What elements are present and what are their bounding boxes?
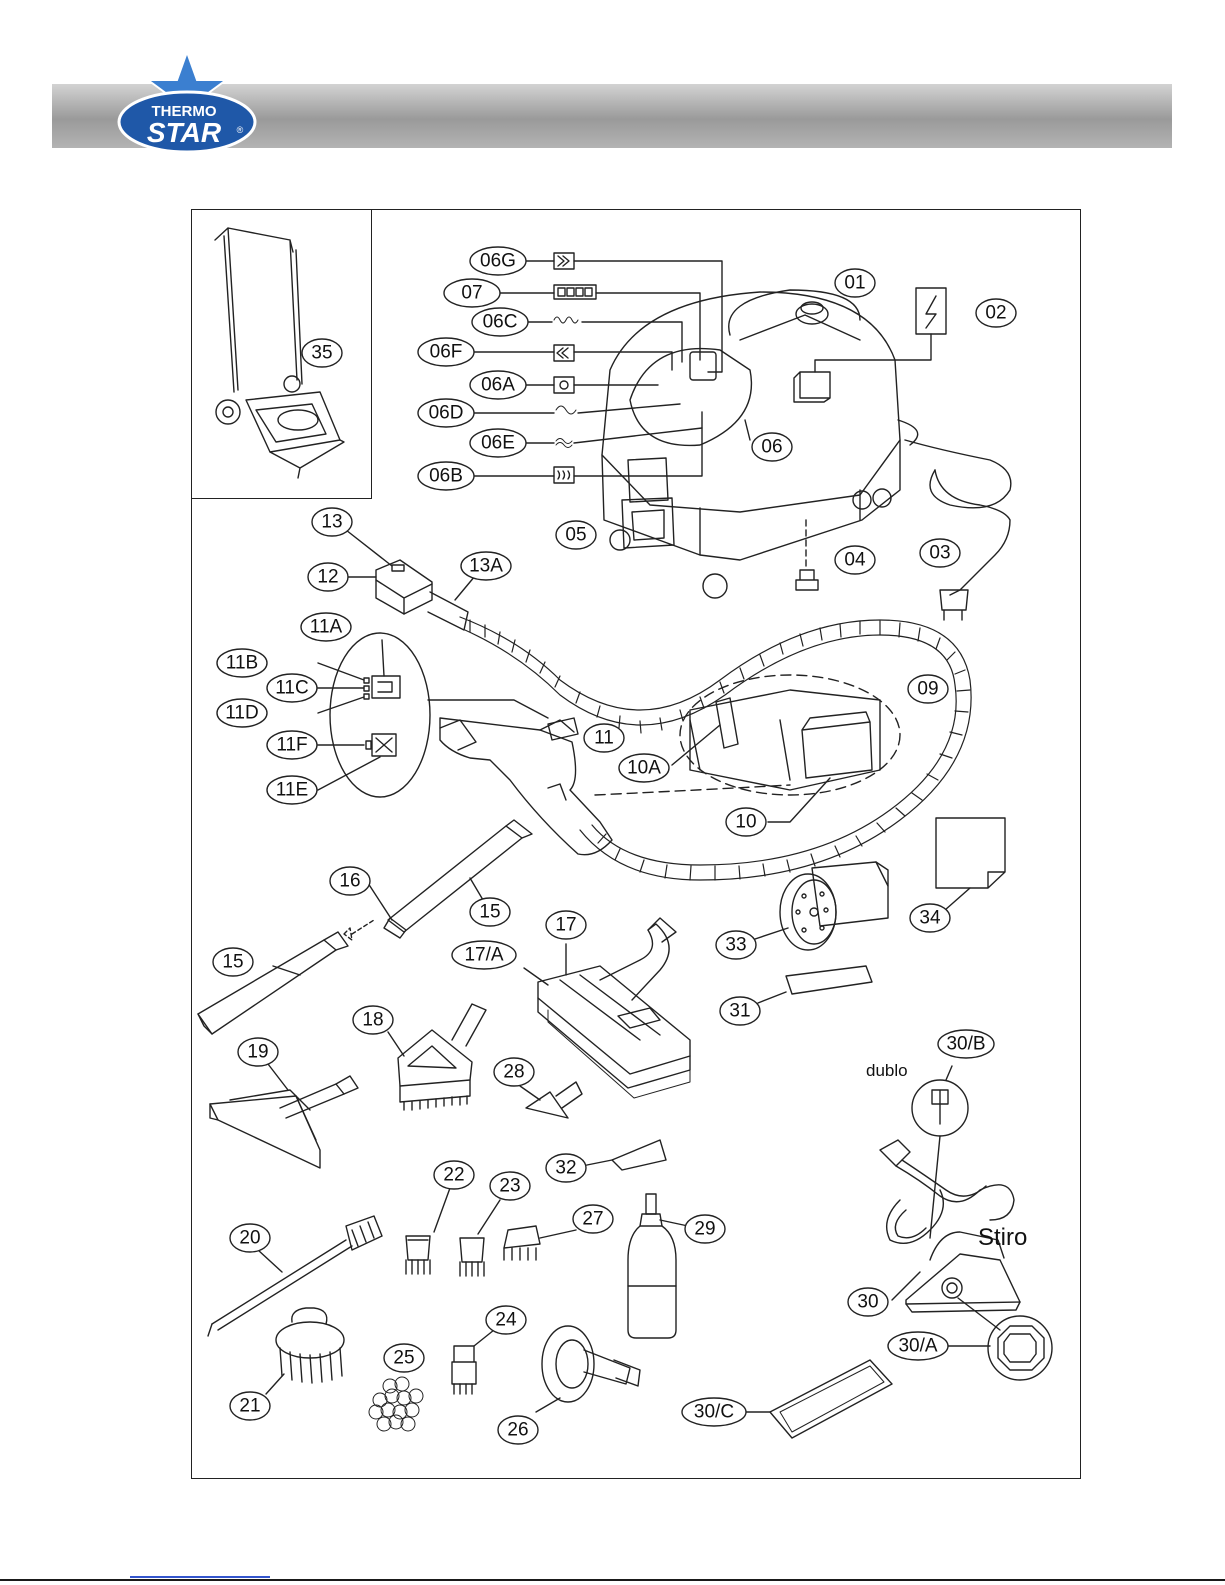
label-11B: 11B: [226, 653, 258, 674]
label-11A: 11A: [310, 617, 343, 638]
label-13A: 13A: [469, 556, 503, 577]
label-05: 05: [565, 525, 586, 546]
label-18: 18: [362, 1010, 383, 1031]
label-29: 29: [694, 1219, 715, 1240]
label-33: 33: [725, 935, 746, 956]
label-30: 30: [857, 1292, 878, 1313]
label-34: 34: [919, 908, 941, 929]
label-06: 06: [761, 437, 782, 458]
label-26: 26: [507, 1420, 528, 1441]
label-15a: 15: [222, 952, 243, 973]
label-06E: 06E: [481, 433, 515, 454]
label-11C: 11C: [275, 678, 308, 699]
label-30C: 30/C: [694, 1402, 734, 1423]
label-22: 22: [443, 1165, 464, 1186]
floor-nozzle-drawing: [538, 918, 690, 1098]
label-06C: 06C: [483, 312, 518, 333]
label-06F: 06F: [430, 342, 463, 363]
label-06D: 06D: [429, 403, 464, 424]
label-30A: 30/A: [898, 1336, 937, 1357]
label-21: 21: [239, 1396, 260, 1417]
annotation-stiro: Stiro: [978, 1224, 1027, 1251]
label-35: 35: [311, 343, 332, 364]
label-10A: 10A: [627, 758, 661, 779]
label-06A: 06A: [481, 375, 515, 396]
label-23: 23: [499, 1176, 520, 1197]
label-16: 16: [339, 871, 360, 892]
label-17: 17: [555, 915, 576, 936]
label-32: 32: [555, 1158, 576, 1179]
steam-hose-drawing: [460, 617, 971, 880]
footer-link-underline: [130, 1576, 270, 1578]
label-11F: 11F: [276, 735, 307, 756]
label-20: 20: [239, 1228, 260, 1249]
screw-drawing: [796, 570, 818, 590]
footer-rule: [0, 1579, 1225, 1581]
label-01: 01: [844, 273, 865, 294]
label-06G: 06G: [480, 251, 516, 272]
label-24: 24: [495, 1310, 517, 1331]
label-13: 13: [321, 512, 342, 533]
label-30B: 30/B: [946, 1034, 985, 1055]
annotation-dublo: dublo: [866, 1061, 908, 1080]
label-10: 10: [735, 812, 756, 833]
label-17A: 17/A: [464, 945, 503, 966]
label-19: 19: [247, 1042, 268, 1063]
label-31: 31: [729, 1001, 750, 1022]
label-02: 02: [985, 303, 1006, 324]
label-15b: 15: [479, 902, 500, 923]
label-09: 09: [917, 679, 938, 700]
label-04: 04: [844, 550, 866, 571]
label-11D: 11D: [225, 703, 258, 724]
label-06B: 06B: [429, 466, 463, 487]
label-25: 25: [393, 1348, 414, 1369]
label-12: 12: [317, 567, 338, 588]
label-11E: 11E: [276, 780, 308, 801]
label-28: 28: [503, 1062, 524, 1083]
label-11: 11: [594, 728, 614, 749]
label-27: 27: [582, 1209, 603, 1230]
label-03: 03: [929, 543, 950, 564]
label-07: 07: [461, 283, 482, 304]
